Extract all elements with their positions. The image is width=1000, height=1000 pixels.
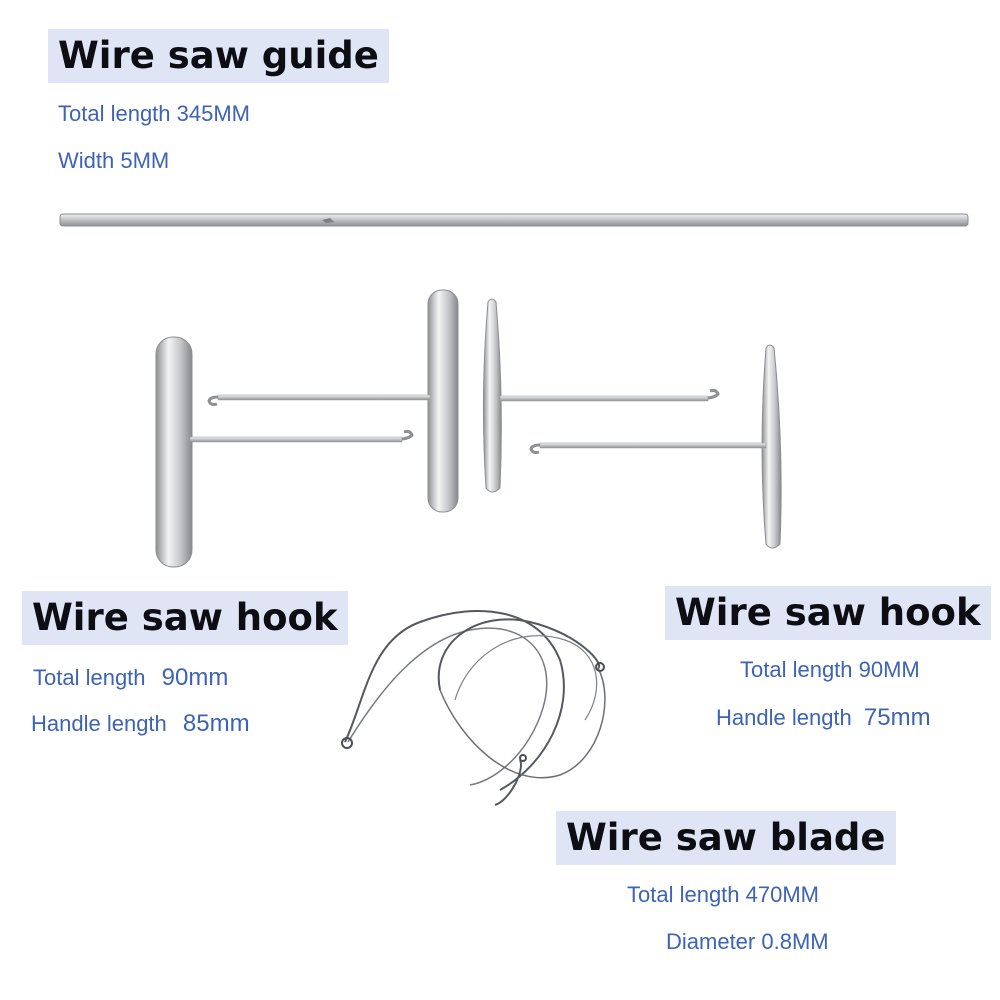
guide-title: Wire saw guide xyxy=(48,29,389,83)
wire-saw-blade-image xyxy=(341,610,606,806)
hook-right-handle-length: Handle length 75mm xyxy=(716,704,931,732)
hook-left-handle-value: 85mm xyxy=(182,710,250,737)
hook-left-total-length: Total length 90mm xyxy=(33,664,228,692)
hook-right-handle-label: Handle length xyxy=(716,705,852,730)
wire-saw-hook-image-3 xyxy=(482,298,720,493)
wire-saw-hook-image-1 xyxy=(155,336,414,568)
hook-left-total-label: Total length xyxy=(33,665,146,690)
blade-title: Wire saw blade xyxy=(556,811,896,865)
hook-left-title: Wire saw hook xyxy=(22,591,348,645)
hook-right-handle-value: 75mm xyxy=(863,704,931,731)
hook-right-total-length: Total length 90MM xyxy=(740,657,920,682)
wire-saw-hook-image-4 xyxy=(529,344,782,549)
guide-width: Width 5MM xyxy=(58,148,170,173)
wire-saw-hook-image-2 xyxy=(207,289,459,513)
hook-left-total-value: 90mm xyxy=(161,664,229,691)
hook-left-handle-length: Handle length 85mm xyxy=(31,710,250,738)
blade-total-length: Total length 470MM xyxy=(627,882,819,907)
hook-left-handle-label: Handle length xyxy=(31,711,167,736)
guide-total-length: Total length 345MM xyxy=(58,101,250,126)
hook-right-title: Wire saw hook xyxy=(665,586,991,640)
wire-saw-guide-image xyxy=(59,213,969,227)
blade-diameter: Diameter 0.8MM xyxy=(666,929,829,954)
